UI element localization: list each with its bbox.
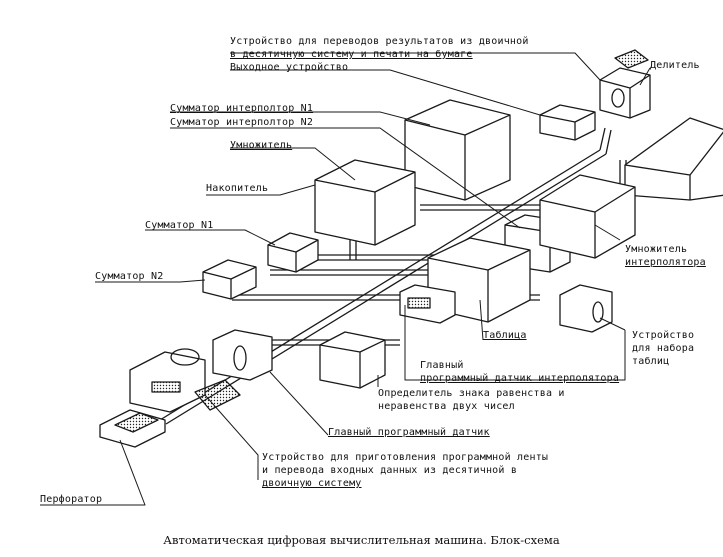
label-output-device: Выходное устройство (230, 62, 349, 73)
table-input-box (559, 284, 613, 333)
main-program-sensor-box (212, 329, 273, 381)
sign-detector-box (319, 331, 386, 389)
label-sign-detector-1: Определитель знака равенства и (378, 388, 565, 399)
label-table: Таблица (483, 330, 527, 341)
adder1-box (267, 232, 319, 273)
accumulator-box (314, 159, 416, 246)
label-multiplier-interp-2: интерполятора (625, 257, 706, 268)
output-device-box (539, 104, 596, 141)
label-accumulator: Накопитель (206, 183, 269, 194)
label-adder-interp-2: Сумматор интерполтор N2 (170, 117, 314, 128)
label-tape-prep-2: и перевода входных данных из десятичной … (262, 465, 518, 476)
label-sign-detector-2: неравенства двух чисел (378, 401, 515, 412)
label-perforator: Перфоратор (40, 494, 103, 505)
label-output-converter-1: Устройство для переводов результатов из … (230, 36, 529, 47)
divider-box (624, 117, 723, 201)
label-table-input-3: таблиц (632, 356, 670, 367)
perforator-device (99, 409, 166, 448)
label-adder-interp-1: Сумматор интерполтор N1 (170, 103, 314, 114)
label-tape-prep-1: Устройство для приготовления программной… (262, 452, 549, 463)
figure-caption: Автоматическая цифровая вычислительная м… (163, 533, 560, 547)
label-tape-prep-3: двоичную систему (262, 478, 362, 489)
label-main-prog-sensor: Главный программный датчик (328, 427, 490, 438)
label-main-prog-interp-2: программный датчик интерполятора (420, 373, 620, 384)
label-table-input-1: Устройство (632, 330, 695, 341)
label-adder2: Сумматор N2 (95, 271, 164, 282)
label-table-input-2: для набора (632, 343, 695, 354)
label-output-converter-2: в десятичную систему и печати на бумаге (230, 49, 473, 60)
label-adder1: Сумматор N1 (145, 220, 214, 231)
multiplier-box (404, 99, 511, 201)
label-multiplier-interp-1: Умножитель (625, 244, 688, 255)
tape-prep-device (129, 348, 241, 413)
leader-lines (40, 52, 651, 506)
label-main-prog-interp-1: Главный (420, 360, 464, 371)
label-multiplier: Умножитель (230, 140, 293, 151)
output-printer (599, 49, 651, 119)
multiplier-interp-box (539, 174, 636, 259)
interp-program-sensor (399, 284, 456, 324)
label-divider: Делитель (650, 60, 700, 71)
adder2-box (202, 259, 257, 300)
